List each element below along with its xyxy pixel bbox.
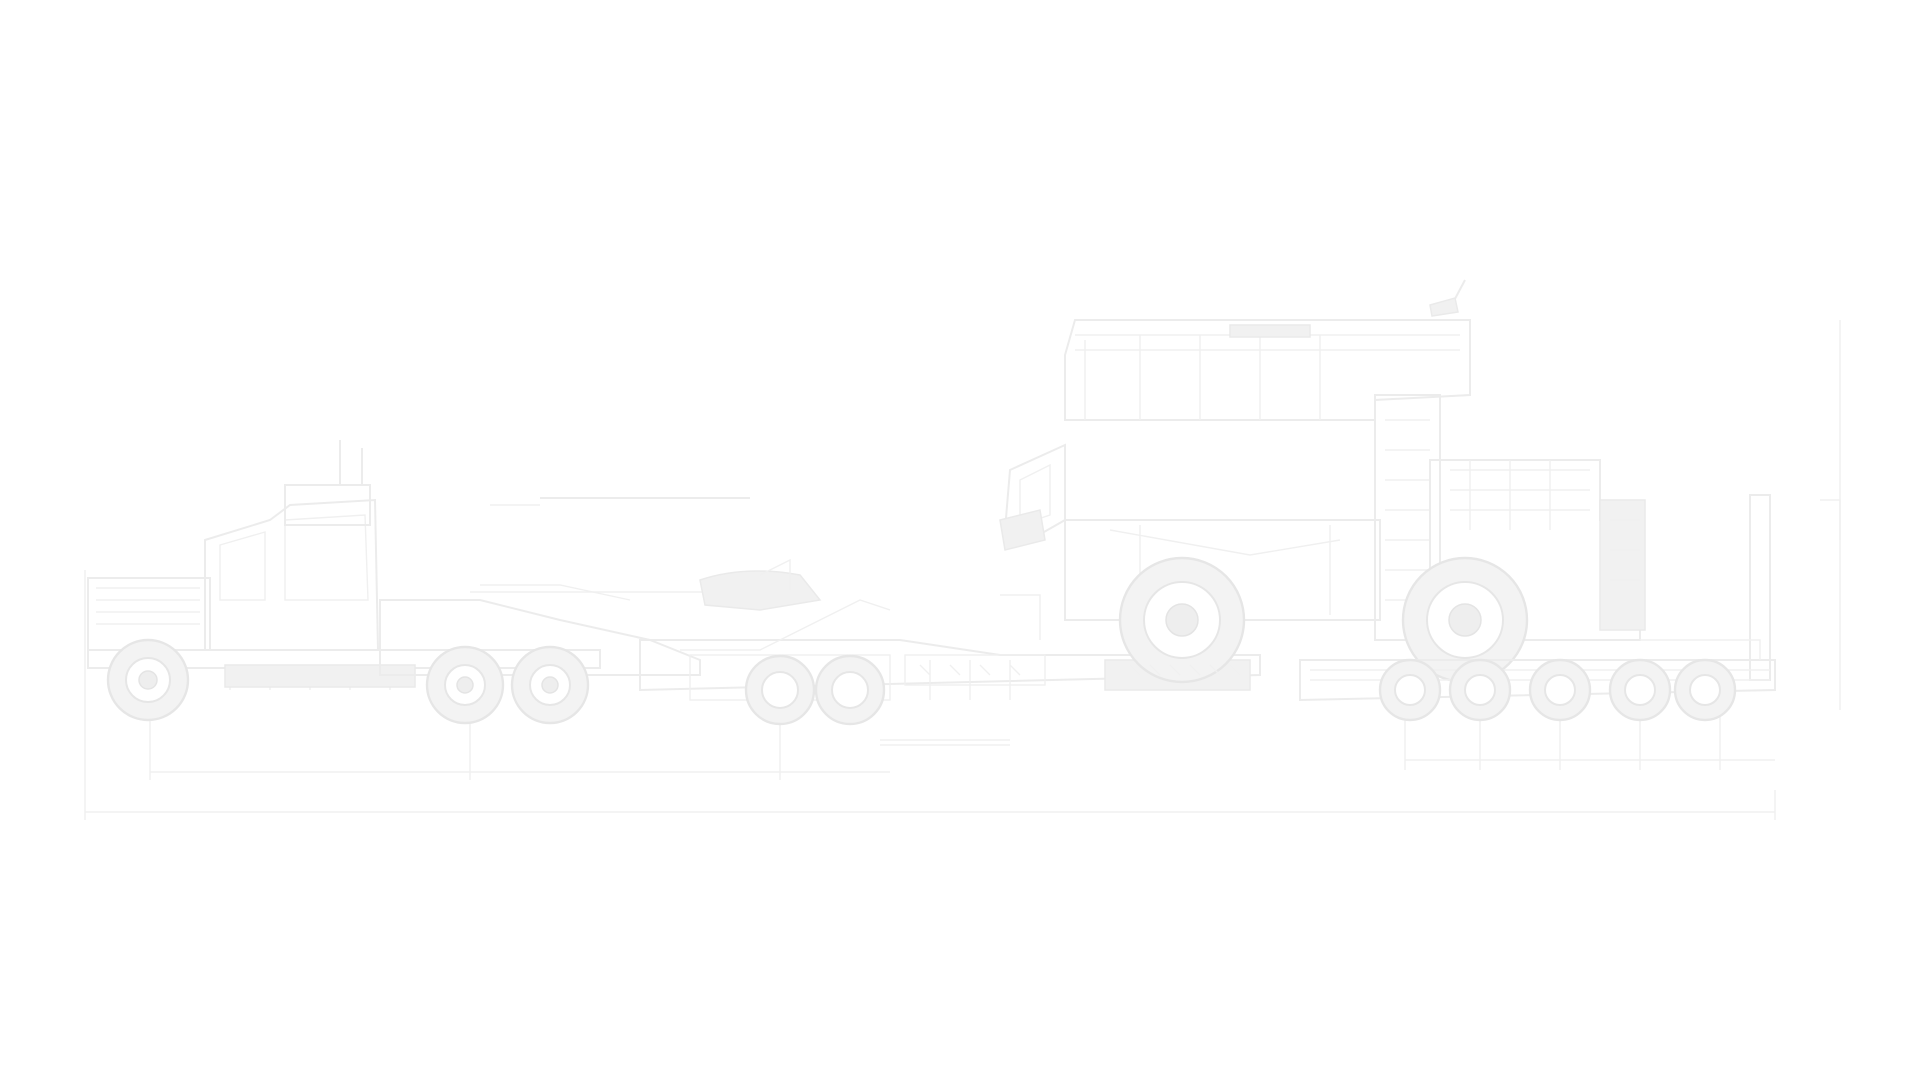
tractor-rear-wheels [425, 645, 590, 725]
payload-machine [999, 279, 1841, 710]
overall-dimension-line [84, 570, 1776, 820]
gooseneck-wheels [744, 654, 886, 726]
rear-trailer-wheels [1378, 658, 1737, 722]
tractor-cab [87, 440, 601, 690]
trailer-gooseneck [379, 497, 750, 676]
tractor-front-wheel [106, 638, 190, 722]
deck-details [919, 664, 1241, 676]
segment-dimension-line [149, 715, 1775, 780]
